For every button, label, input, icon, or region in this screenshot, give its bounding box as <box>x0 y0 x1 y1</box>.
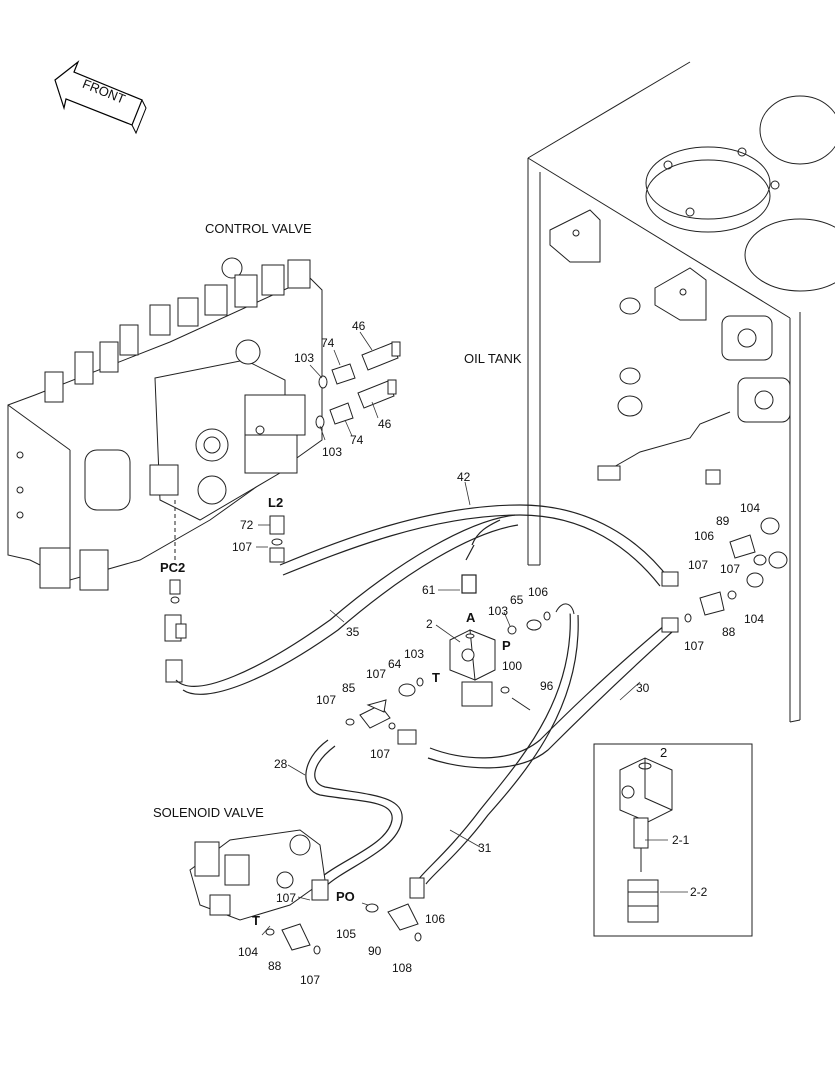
callout-107: 107 <box>688 558 708 572</box>
callout-107: 107 <box>316 693 336 707</box>
callout-106: 106 <box>528 585 548 599</box>
oil-tank-drawing <box>527 61 835 723</box>
callout-107: 107 <box>276 891 296 905</box>
labels: CONTROL VALVE OIL TANK SOLENOID VALVE L2… <box>153 221 764 987</box>
callout-46: 46 <box>352 319 366 333</box>
front-arrow-icon: FRONT <box>54 60 147 135</box>
callout-35: 35 <box>346 625 360 639</box>
callout-2: 2 <box>426 617 433 631</box>
callout-107: 107 <box>366 667 386 681</box>
callout-104: 104 <box>740 501 760 515</box>
callout-106: 106 <box>694 529 714 543</box>
solenoid-valve-title: SOLENOID VALVE <box>153 805 264 820</box>
callout-103: 103 <box>322 445 342 459</box>
callout-65: 65 <box>510 593 524 607</box>
callout-30: 30 <box>636 681 650 695</box>
detail-box <box>593 743 753 937</box>
port-p: P <box>502 638 511 653</box>
port-l2: L2 <box>268 495 283 510</box>
port-t-solenoid: T <box>252 913 260 928</box>
callout-88: 88 <box>268 959 282 973</box>
l2-pc2-fittings <box>164 515 285 683</box>
callout-31: 31 <box>478 841 492 855</box>
port-a: A <box>466 610 476 625</box>
callout-107: 107 <box>684 639 704 653</box>
callout-85: 85 <box>342 681 356 695</box>
port-t-center: T <box>432 670 440 685</box>
callout-107: 107 <box>300 973 320 987</box>
callout-89: 89 <box>716 514 730 528</box>
callout-28: 28 <box>274 757 288 771</box>
callout-88: 88 <box>722 625 736 639</box>
detail-part-2-2: 2-2 <box>690 885 708 899</box>
callout-90: 90 <box>368 944 382 958</box>
callout-107: 107 <box>232 540 252 554</box>
callout-100: 100 <box>502 659 522 673</box>
callout-105: 105 <box>336 927 356 941</box>
callout-74: 74 <box>350 433 364 447</box>
callout-72: 72 <box>240 518 254 532</box>
detail-title: 2 <box>660 745 667 760</box>
hoses <box>175 504 673 887</box>
callout-103: 103 <box>294 351 314 365</box>
control-valve-title: CONTROL VALVE <box>205 221 312 236</box>
callout-103: 103 <box>404 647 424 661</box>
callout-104: 104 <box>744 612 764 626</box>
callout-74: 74 <box>321 336 335 350</box>
right-fittings <box>661 517 788 633</box>
detail-part-2-1: 2-1 <box>672 833 690 847</box>
callout-42: 42 <box>457 470 471 484</box>
port-pc2: PC2 <box>160 560 185 575</box>
callout-108: 108 <box>392 961 412 975</box>
control-valve-drawing <box>7 257 323 591</box>
callout-96: 96 <box>540 679 554 693</box>
callout-64: 64 <box>388 657 402 671</box>
callout-46: 46 <box>378 417 392 431</box>
callout-61: 61 <box>422 583 436 597</box>
solenoid-block <box>345 603 575 745</box>
callout-107: 107 <box>370 747 390 761</box>
oil-tank-title: OIL TANK <box>464 351 522 366</box>
leader-lines <box>256 331 688 936</box>
port-po: PO <box>336 889 355 904</box>
callout-103: 103 <box>488 604 508 618</box>
cv-fittings <box>315 341 401 429</box>
callout-106: 106 <box>425 912 445 926</box>
callout-107: 107 <box>720 562 740 576</box>
solenoid-valve-drawing <box>189 829 425 955</box>
callout-104: 104 <box>238 945 258 959</box>
